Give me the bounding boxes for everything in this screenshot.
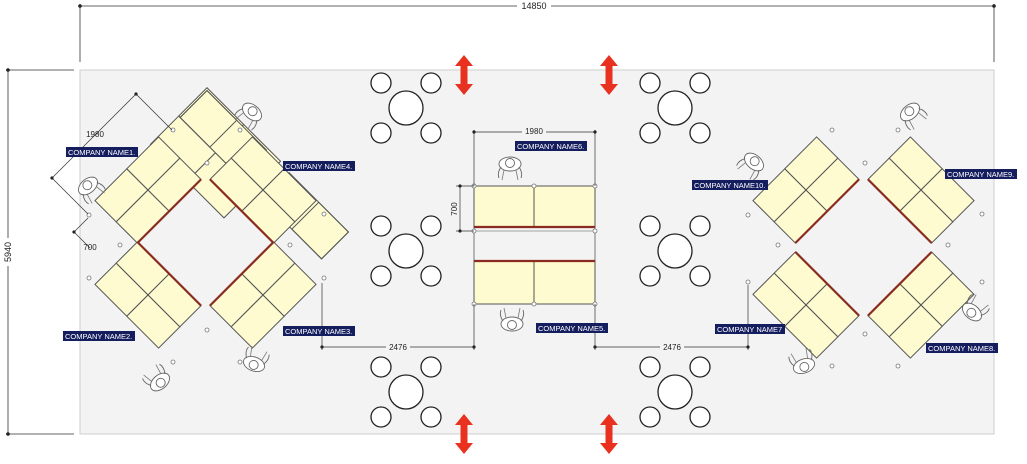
left-table-depth-label: 700 — [83, 243, 97, 252]
company-label-5: COMPANY NAME5. — [536, 323, 608, 333]
company-label-2: COMPANY NAME2. — [63, 331, 135, 341]
width-dimension: 14850 — [78, 0, 996, 62]
center-table-width-dimension: 1980 — [472, 126, 597, 186]
left-arm-bottom-left — [94, 241, 202, 349]
right-cluster-nodes — [745, 127, 985, 369]
company-label-9: COMPANY NAME9. — [945, 169, 1017, 179]
left-arm-bottom-right — [209, 241, 317, 349]
svg-text:COMPANY NAME10.: COMPANY NAME10. — [694, 181, 765, 190]
left-aisle-dimension: 2476 — [320, 283, 476, 352]
company-label-1: COMPANY NAME1. — [66, 147, 138, 157]
company-label-7: COMPANY NAME7 — [715, 324, 785, 334]
height-dimension: 5940 — [2, 68, 74, 436]
left-table-width-dimension: 1980 — [50, 92, 173, 215]
left-table-depth-dimension: 700 — [72, 217, 97, 252]
left-arm-top-left — [94, 136, 202, 244]
left-cluster-nodes — [86, 127, 327, 365]
company-label-8: COMPANY NAME8. — [926, 343, 998, 353]
company-label-4: COMPANY NAME4. — [283, 161, 355, 171]
left-aisle-label: 2476 — [389, 343, 407, 352]
company-label-6: COMPANY NAME6. — [515, 141, 587, 151]
center-table-width-label: 1980 — [525, 127, 543, 136]
svg-text:COMPANY NAME8.: COMPANY NAME8. — [928, 344, 995, 353]
booth-center — [471, 183, 598, 307]
svg-text:COMPANY NAME3.: COMPANY NAME3. — [285, 327, 352, 336]
left-arm-top-right — [209, 136, 317, 244]
right-aisle-label: 2476 — [663, 343, 681, 352]
svg-text:COMPANY NAME7: COMPANY NAME7 — [717, 325, 782, 334]
center-table-depth-dimension: 700 — [450, 184, 474, 233]
svg-text:COMPANY NAME5.: COMPANY NAME5. — [538, 324, 605, 333]
svg-text:COMPANY NAME6.: COMPANY NAME6. — [517, 142, 584, 151]
svg-text:COMPANY NAME1.: COMPANY NAME1. — [68, 148, 135, 157]
right-arm-top-left — [752, 136, 860, 244]
svg-text:COMPANY NAME9.: COMPANY NAME9. — [947, 170, 1014, 179]
svg-text:COMPANY NAME2.: COMPANY NAME2. — [65, 332, 132, 341]
svg-text:COMPANY NAME4.: COMPANY NAME4. — [285, 162, 352, 171]
left-table-width-label: 1980 — [86, 130, 104, 139]
total-width-label: 14850 — [521, 1, 546, 11]
company-label-10: COMPANY NAME10. — [692, 180, 768, 190]
right-arm-bottom-left — [752, 251, 860, 359]
right-arm-top-right — [867, 136, 975, 244]
right-arm-bottom-right — [867, 251, 975, 359]
total-height-label: 5940 — [3, 242, 13, 262]
company-label-3: COMPANY NAME3. — [283, 326, 355, 336]
center-table-depth-label: 700 — [450, 202, 459, 216]
